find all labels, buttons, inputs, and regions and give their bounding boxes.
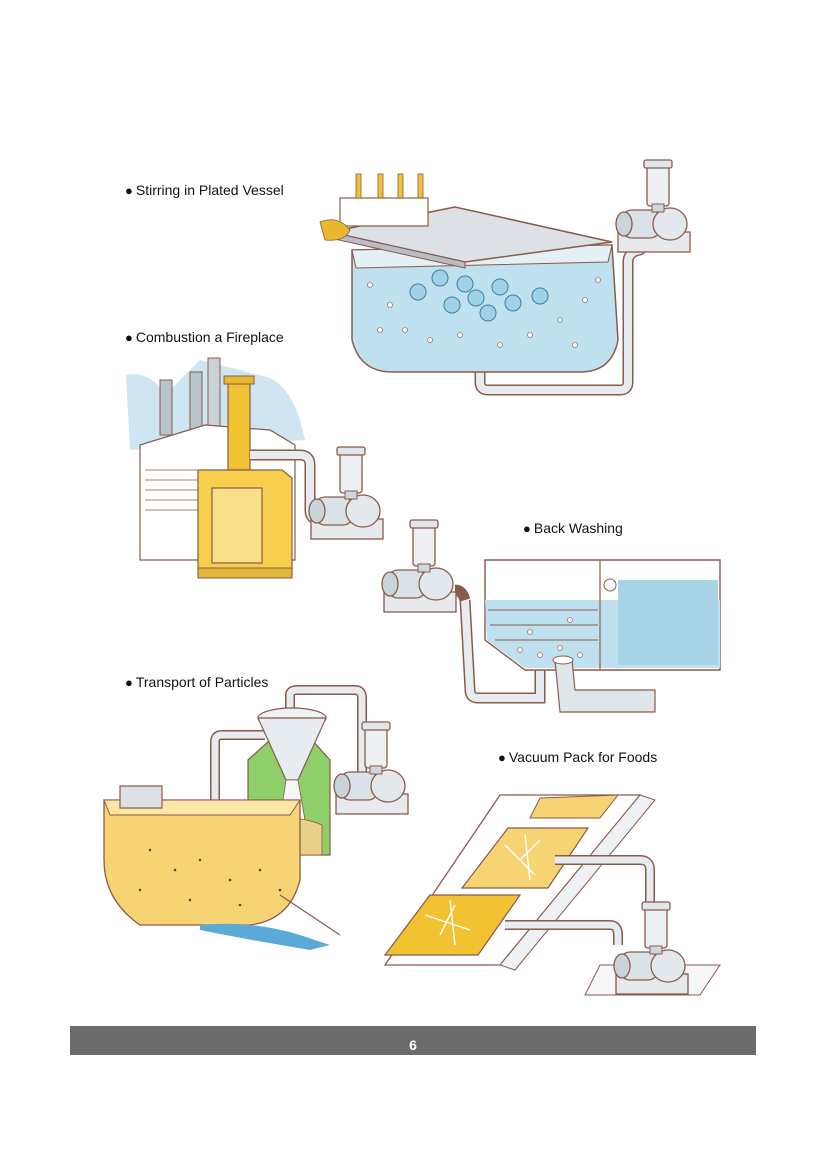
bullet-icon: ● (125, 183, 133, 198)
bullet-icon: ● (498, 750, 506, 765)
page-footer-bar: 6 (70, 1026, 756, 1055)
back-washing-illustration (381, 519, 721, 713)
stirring-illustration (319, 159, 691, 396)
label-vacuum-pack: ●Vacuum Pack for Foods (498, 749, 658, 765)
bullet-icon: ● (125, 330, 133, 345)
label-back-washing: ●Back Washing (523, 520, 623, 536)
vacuum-pack-illustration (383, 794, 721, 996)
bullet-icon: ● (125, 675, 133, 690)
label-combustion: ●Combustion a Fireplace (125, 329, 284, 345)
label-stirring: ●Stirring in Plated Vessel (125, 182, 284, 198)
transport-illustration (103, 685, 409, 950)
bullet-icon: ● (523, 521, 531, 536)
page-number: 6 (409, 1037, 417, 1053)
combustion-illustration (126, 357, 384, 579)
label-transport: ●Transport of Particles (125, 674, 269, 690)
